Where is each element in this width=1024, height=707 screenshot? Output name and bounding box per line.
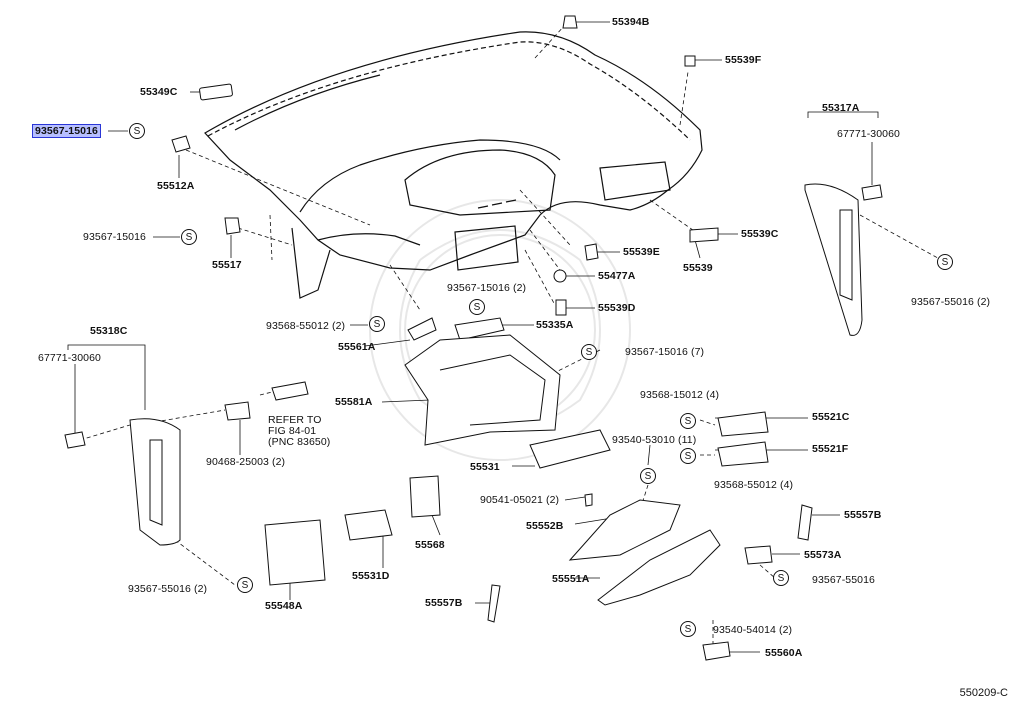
label-55539D: 55539D: [598, 302, 636, 314]
label-55517: 55517: [212, 259, 242, 271]
label-90541-05021-2: 90541-05021 (2): [480, 494, 560, 506]
part-55552B-shape: [568, 499, 681, 561]
instrument-panel: [204, 31, 703, 299]
label-93567-15016-a: 93567-15016: [83, 231, 146, 243]
refer-line-2: FIG 84-01: [268, 425, 317, 437]
label-55394B: 55394B: [612, 16, 650, 28]
part-55581A-shape: [404, 334, 561, 446]
part-55561A-shape: [407, 317, 437, 341]
label-55539: 55539: [683, 262, 713, 274]
label-93567-15016-selected[interactable]: 93567-15016: [32, 124, 101, 138]
label-93567-55016-2-left: 93567-55016 (2): [128, 583, 208, 595]
s-symbol: S: [581, 344, 597, 360]
label-55531: 55531: [470, 461, 500, 473]
part-55335A-shape: [454, 317, 505, 341]
s-symbol: S: [181, 229, 197, 245]
label-55568: 55568: [415, 539, 445, 551]
part-67771-30060-l-shape: [64, 431, 86, 449]
label-55548A: 55548A: [265, 600, 303, 612]
part-55573A-shape: [744, 545, 773, 565]
label-55477A: 55477A: [598, 270, 636, 282]
label-55552B: 55552B: [526, 520, 564, 532]
part-55517-shape: [224, 217, 241, 235]
label-93540-53010-11: 93540-53010 (11): [612, 434, 697, 446]
part-55557B-r-shape: [797, 504, 813, 541]
part-55560A-shape: [702, 641, 731, 661]
part-55539E-shape: [584, 243, 599, 261]
refer-line-3: (PNC 83650): [268, 436, 331, 448]
s-symbol: S: [237, 577, 253, 593]
refer-part-shape: [271, 381, 309, 401]
label-55512A: 55512A: [157, 180, 195, 192]
label-55318C: 55318C: [90, 325, 128, 337]
label-93567-15016-7: 93567-15016 (7): [625, 346, 705, 358]
part-55531-shape: [529, 429, 611, 469]
label-55539F: 55539F: [725, 54, 762, 66]
part-55521F-shape: [717, 441, 769, 467]
s-symbol: S: [369, 316, 385, 332]
s-symbol: S: [680, 448, 696, 464]
part-55557B-l-shape: [487, 584, 501, 623]
label-55521C: 55521C: [812, 411, 850, 423]
label-55531D: 55531D: [352, 570, 390, 582]
diagram-code: 550209-C: [959, 687, 1008, 699]
s-symbol: S: [937, 254, 953, 270]
part-55539D-shape: [555, 299, 567, 316]
part-55318C-shape: [129, 418, 181, 546]
refer-line-1: REFER TO: [268, 414, 322, 426]
label-55573A: 55573A: [804, 549, 842, 561]
s-symbol: S: [129, 123, 145, 139]
label-67771-30060-left: 67771-30060: [38, 352, 101, 364]
label-93540-54014-2: 93540-54014 (2): [713, 624, 793, 636]
part-55512A-shape: [171, 135, 191, 153]
label-55551A: 55551A: [552, 573, 590, 585]
label-55557B-left: 55557B: [425, 597, 463, 609]
part-55317A-shape: [804, 183, 863, 336]
label-55557B-right: 55557B: [844, 509, 882, 521]
part-55539F-shape: [684, 55, 696, 67]
label-93567-15016-2: 93567-15016 (2): [447, 282, 527, 294]
part-55548A-shape: [264, 519, 326, 586]
label-55561A: 55561A: [338, 341, 376, 353]
label-67771-30060-right: 67771-30060: [837, 128, 900, 140]
label-55349C: 55349C: [140, 86, 178, 98]
components: [64, 15, 883, 661]
label-93568-55012-4: 93568-55012 (4): [714, 479, 794, 491]
s-symbol: S: [680, 621, 696, 637]
leader-lines: [79, 24, 946, 645]
part-55477A-shape: [553, 269, 567, 283]
label-90468-25003-2: 90468-25003 (2): [206, 456, 286, 468]
label-55560A: 55560A: [765, 647, 803, 659]
part-90541-05021-shape: [584, 493, 593, 507]
part-55568-shape: [409, 475, 441, 518]
label-55521F: 55521F: [812, 443, 849, 455]
label-55539E: 55539E: [623, 246, 660, 258]
part-67771-30060-r-shape: [861, 184, 883, 201]
label-55335A: 55335A: [536, 319, 574, 331]
label-55539C: 55539C: [741, 228, 779, 240]
label-55317A: 55317A: [822, 102, 860, 114]
part-55539C-shape: [689, 227, 719, 243]
label-93568-55012-2: 93568-55012 (2): [266, 320, 346, 332]
label-93568-15012-4: 93568-15012 (4): [640, 389, 720, 401]
part-55349C-shape: [199, 83, 233, 101]
solid-leaders: [67, 21, 879, 653]
part-55551A-shape: [597, 529, 721, 606]
label-93567-55016-2-right: 93567-55016 (2): [911, 296, 991, 308]
s-symbol: S: [773, 570, 789, 586]
s-symbol: S: [680, 413, 696, 429]
label-93567-55016: 93567-55016: [812, 574, 875, 586]
part-90468-25003-shape: [224, 401, 251, 421]
part-55521C-shape: [717, 411, 769, 437]
label-55581A: 55581A: [335, 396, 373, 408]
s-symbol: S: [640, 468, 656, 484]
part-55394B-shape: [562, 15, 578, 29]
part-55531D-shape: [344, 509, 393, 541]
s-symbol: S: [469, 299, 485, 315]
